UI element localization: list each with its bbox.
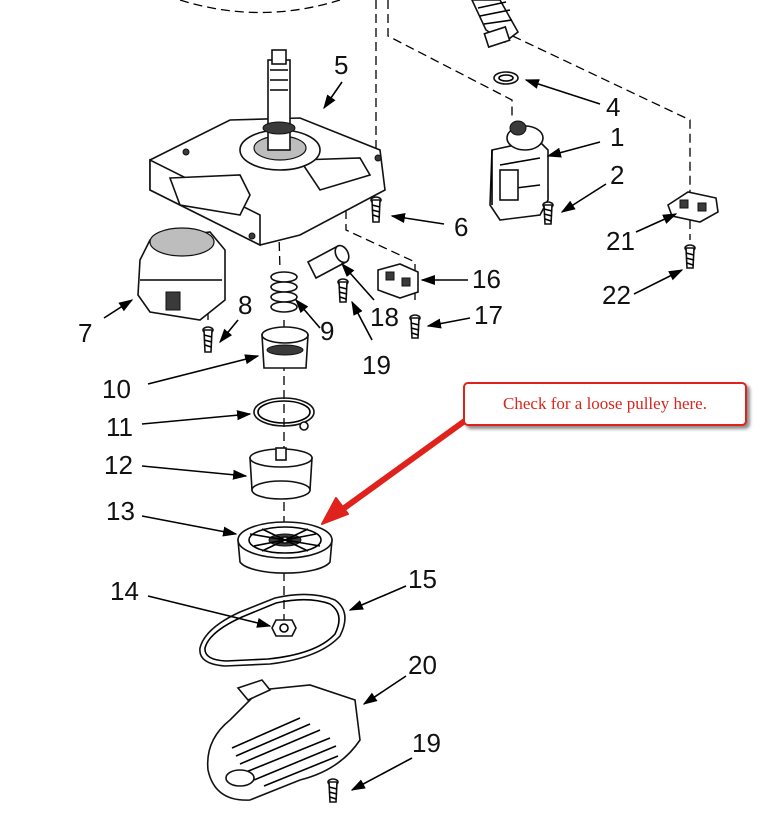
motor-part-7 [137,227,226,321]
part-number-22: 22 [602,280,631,310]
screw-part-2 [542,201,554,225]
screw-part-22 [684,244,696,269]
part-number-labels: 5 4 1 2 6 7 8 9 10 11 12 13 14 15 16 17 … [78,50,635,758]
belt-part-15 [199,593,346,667]
part-number-10: 10 [102,374,131,404]
part-number-7: 7 [78,318,92,348]
screw-part-6 [370,196,382,223]
capacitor-part-18 [306,244,350,280]
clutch-part-10 [261,326,309,369]
part-number-5: 5 [334,50,348,80]
pulley-part-13 [237,521,333,574]
screw-part-8 [202,326,214,353]
screw-part-19-upper [337,278,349,303]
part-number-13: 13 [106,496,135,526]
part-number-19-lower: 19 [412,728,441,758]
leader-lines [103,79,684,791]
part-number-9: 9 [320,316,334,346]
part-number-14: 14 [110,576,139,606]
screw-part-19-lower [327,778,339,803]
part-number-12: 12 [104,450,133,480]
callout-box: Check for a loose pulley here. [463,382,747,426]
part-number-20: 20 [408,650,437,680]
nut-part-14 [271,619,297,637]
cover-part-20 [206,679,361,801]
part-number-8: 8 [238,290,252,320]
part-number-2: 2 [610,160,624,190]
drain-pump-part-1 [489,120,549,221]
bracket-part-21 [667,191,719,223]
part-number-19-upper: 19 [362,350,391,380]
part-number-6: 6 [454,212,468,242]
switch-part-16 [377,263,419,299]
drain-hose [471,0,520,49]
part-number-18: 18 [370,302,399,332]
part-number-11: 11 [106,412,133,442]
spring-part-9 [270,271,298,313]
cover-grille [231,717,339,787]
screw-part-17 [409,314,421,339]
part-number-16: 16 [472,264,501,294]
part-number-21: 21 [606,226,635,256]
part-number-4: 4 [606,92,620,122]
bearing-housing-part-12 [249,447,313,500]
callout-text: Check for a loose pulley here. [503,394,707,413]
callout-arrow [321,417,469,525]
clamp-part-4 [493,71,519,85]
part-number-1: 1 [610,122,624,152]
part-number-17: 17 [474,300,503,330]
retaining-ring-part-11 [253,397,315,431]
gearcase-part-5 [149,49,386,247]
part-number-15: 15 [408,564,437,594]
